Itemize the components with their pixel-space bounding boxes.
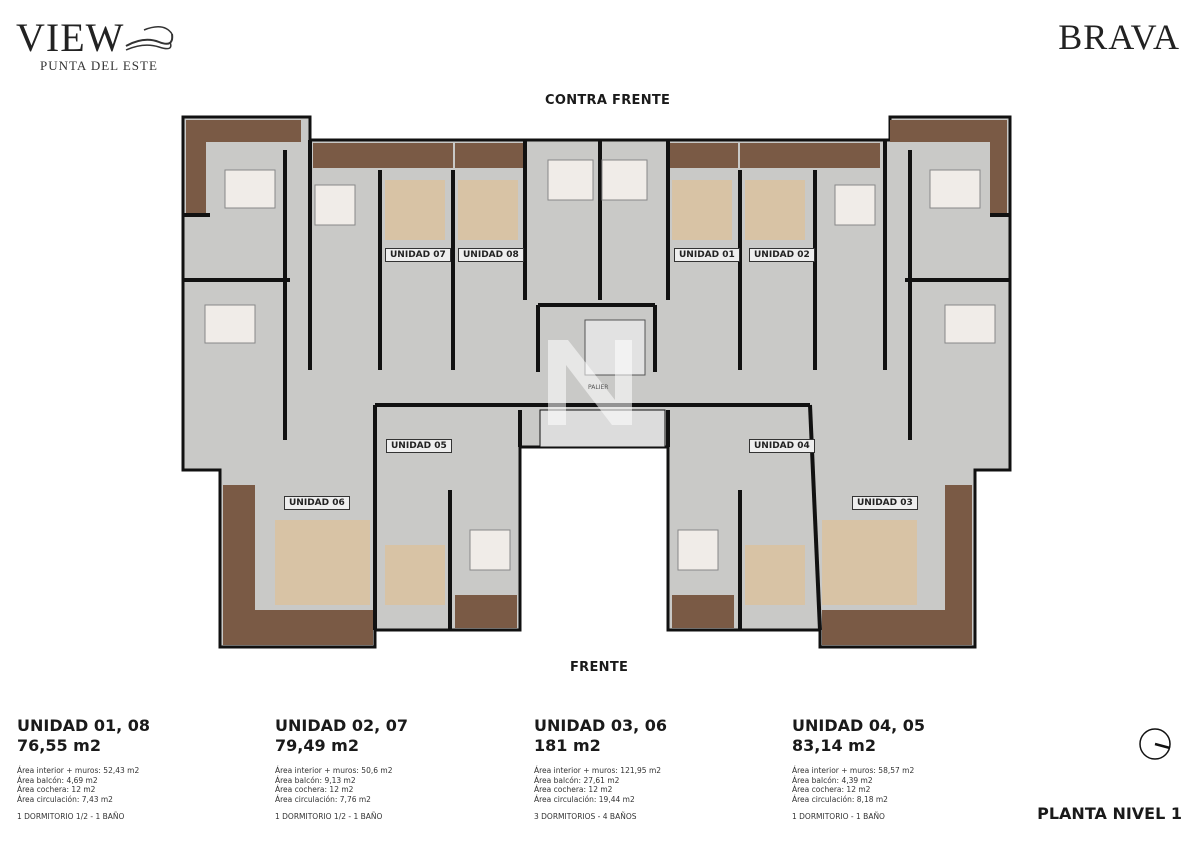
detail: Área cochera: 12 m2 <box>17 785 96 794</box>
walls <box>183 140 1010 631</box>
unit-label-06: UNIDAD 06 <box>284 496 350 510</box>
contra-frente-label: CONTRA FRENTE <box>545 93 671 108</box>
detail: Área circulación: 7,43 m2 <box>17 794 113 804</box>
unit-rooms: 3 DORMITORIOS - 4 BAÑOS <box>534 812 637 821</box>
detail: Área circulación: 19,44 m2 <box>534 794 635 804</box>
detail: Área cochera: 12 m2 <box>275 785 354 794</box>
unit-label-02: UNIDAD 02 <box>749 248 815 262</box>
logo-sub: PUNTA DEL ESTE <box>40 58 158 73</box>
project-name: BRAVA <box>1058 17 1180 57</box>
palier-label: PALIER <box>588 384 609 391</box>
level-title: PLANTA NIVEL 1 <box>1037 804 1182 823</box>
detail: Área balcón: 4,39 m2 <box>792 775 873 785</box>
unit-summary-03-06: UNIDAD 03, 06 181 m2 Área interior + mur… <box>534 716 774 821</box>
unit-title: UNIDAD 02, 07 <box>275 716 409 735</box>
unit-label-05: UNIDAD 05 <box>386 439 452 453</box>
frente-label: FRENTE <box>570 660 629 675</box>
watermark <box>548 340 632 425</box>
unit-summary-01-08: UNIDAD 01, 08 76,55 m2 Área interior + m… <box>17 716 257 821</box>
unit-label-01: UNIDAD 01 <box>674 248 740 262</box>
unit-label-07: UNIDAD 07 <box>385 248 451 262</box>
detail: Área cochera: 12 m2 <box>534 785 613 794</box>
detail: Área interior + muros: 121,95 m2 <box>534 766 662 775</box>
terraces <box>186 120 1007 645</box>
detail: Área circulación: 7,76 m2 <box>275 794 371 804</box>
detail: Área cochera: 12 m2 <box>792 785 871 794</box>
compass-north-icon <box>1139 728 1171 760</box>
detail: Área interior + muros: 50,6 m2 <box>275 766 393 775</box>
unit-label-03: UNIDAD 03 <box>852 496 918 510</box>
unit-area: 83,14 m2 <box>792 736 876 755</box>
unit-title: UNIDAD 04, 05 <box>792 716 926 735</box>
detail: Área balcón: 4,69 m2 <box>17 775 98 785</box>
unit-area: 181 m2 <box>534 736 601 755</box>
detail: Área interior + muros: 58,57 m2 <box>792 766 915 775</box>
view-logo: VIEW PUNTA DEL ESTE <box>16 18 186 74</box>
unit-title: UNIDAD 03, 06 <box>534 716 668 735</box>
unit-summary-02-07: UNIDAD 02, 07 79,49 m2 Área interior + m… <box>275 716 515 821</box>
unit-rooms: 1 DORMITORIO 1/2 - 1 BAÑO <box>275 812 383 821</box>
unit-label-04: UNIDAD 04 <box>749 439 815 453</box>
unit-summary-04-05: UNIDAD 04, 05 83,14 m2 Área interior + m… <box>792 716 1032 821</box>
unit-label-08: UNIDAD 08 <box>458 248 524 262</box>
furniture <box>275 180 917 605</box>
unit-area: 79,49 m2 <box>275 736 359 755</box>
unit-rooms: 1 DORMITORIO 1/2 - 1 BAÑO <box>17 812 125 821</box>
unit-title: UNIDAD 01, 08 <box>17 716 151 735</box>
unit-area: 76,55 m2 <box>17 736 101 755</box>
unit-rooms: 1 DORMITORIO - 1 BAÑO <box>792 812 885 821</box>
detail: Área circulación: 8,18 m2 <box>792 794 888 804</box>
wave-icon <box>125 26 174 51</box>
logo-main: VIEW <box>16 15 125 60</box>
beds <box>204 159 996 571</box>
detail: Área interior + muros: 52,43 m2 <box>17 766 140 775</box>
detail: Área balcón: 9,13 m2 <box>275 775 356 785</box>
detail: Área balcón: 27,61 m2 <box>534 775 620 785</box>
